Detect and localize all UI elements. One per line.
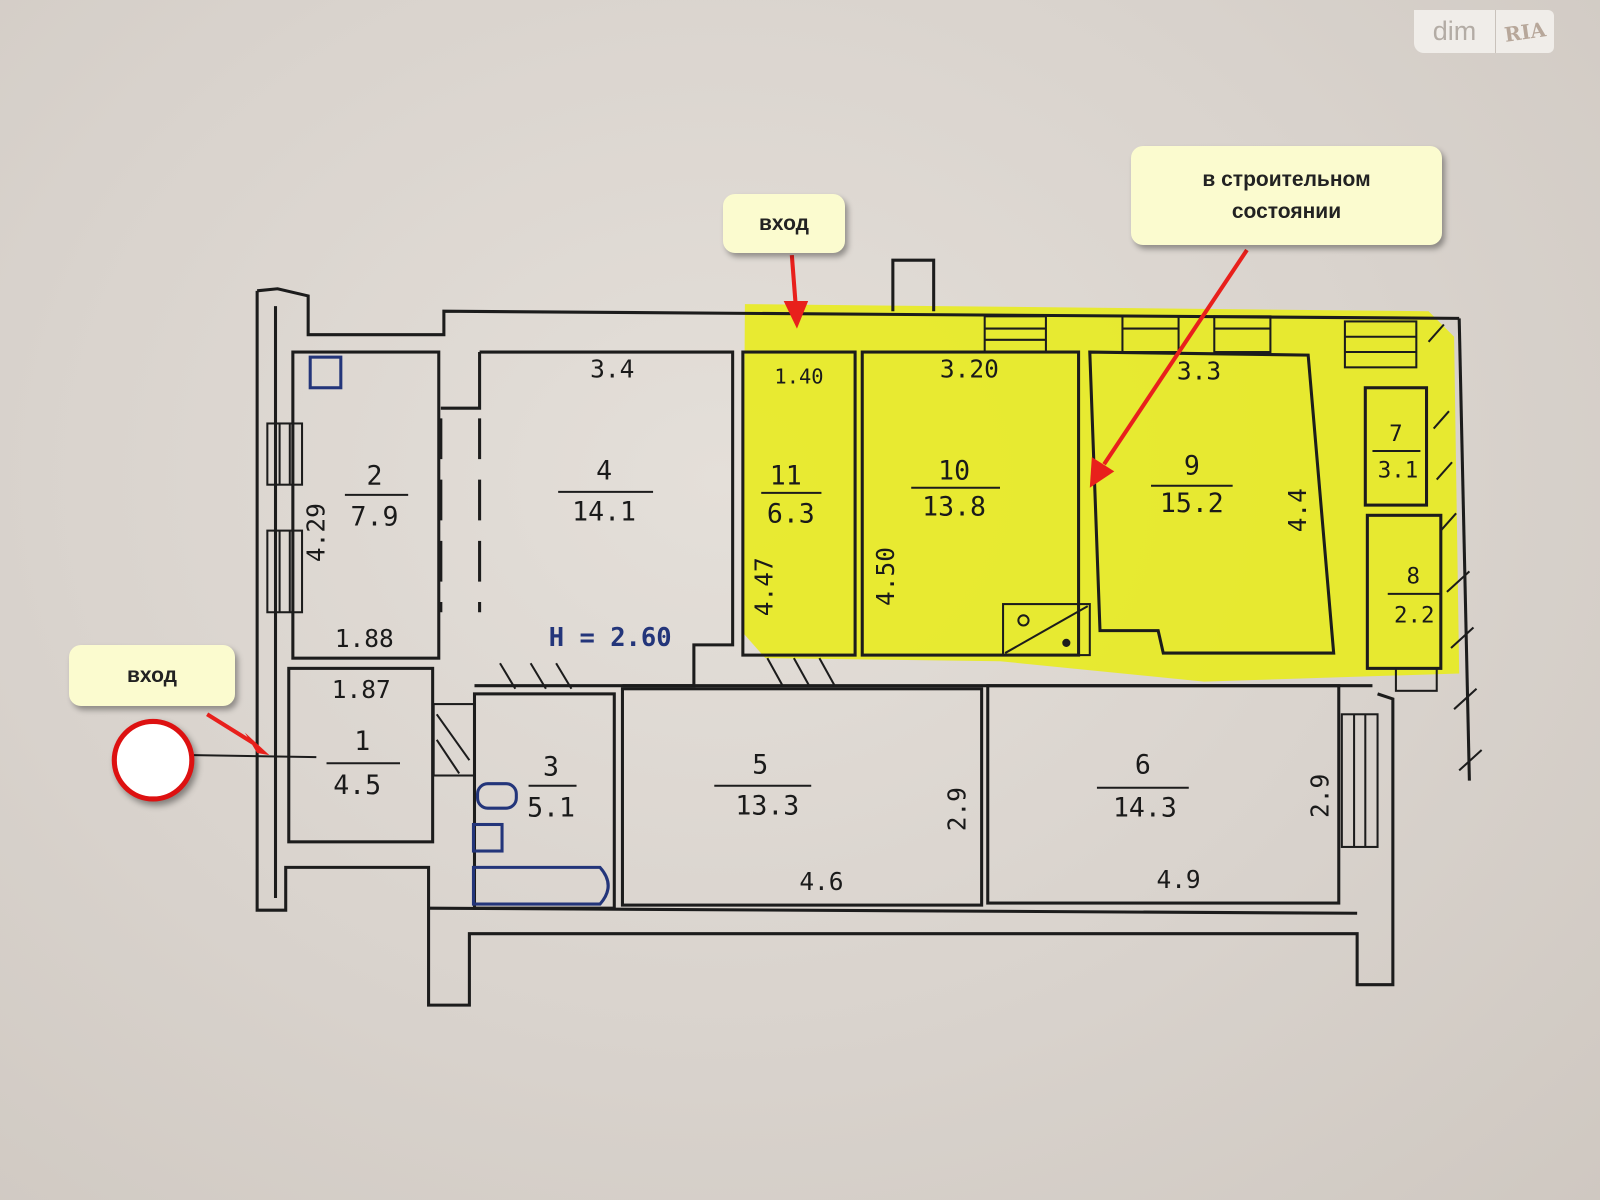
svg-text:1.88: 1.88	[335, 624, 394, 653]
entrance-top-callout: вход	[723, 194, 845, 253]
svg-text:1.40: 1.40	[774, 365, 823, 389]
bathroom-fixtures	[308, 355, 610, 906]
svg-text:7: 7	[1389, 421, 1403, 447]
room-8-label: 82.2	[1387, 564, 1441, 628]
toilet-icon	[471, 822, 504, 853]
entrance-marker-icon	[111, 718, 195, 802]
svg-text:3.1: 3.1	[1378, 458, 1419, 484]
svg-text:2.9: 2.9	[942, 787, 971, 831]
room-10-label: 10 13.8	[911, 456, 1000, 522]
room-11-label: 116.3	[761, 461, 822, 529]
construction-state-callout: в строительном состоянии	[1131, 146, 1442, 245]
room-7-label: 73.1	[1372, 421, 1421, 484]
svg-text:14.3: 14.3	[1113, 792, 1177, 823]
exterior-hatching	[1427, 323, 1483, 772]
svg-text:7.9: 7.9	[351, 502, 399, 533]
entrance-left-callout: вход	[69, 645, 235, 706]
door-hatches	[432, 657, 836, 777]
svg-text:14.1: 14.1	[572, 496, 636, 527]
svg-text:3.3: 3.3	[1177, 357, 1221, 386]
svg-text:4.9: 4.9	[1156, 865, 1200, 894]
svg-text:4.29: 4.29	[301, 503, 330, 562]
svg-text:4.6: 4.6	[799, 867, 843, 896]
svg-text:3: 3	[543, 752, 559, 783]
svg-text:13.3: 13.3	[735, 790, 799, 821]
room-3-label: 35.1	[527, 752, 577, 823]
svg-text:2.2: 2.2	[1394, 602, 1435, 628]
svg-text:13.8: 13.8	[922, 491, 986, 522]
dimria-watermark: dim RIA	[1414, 10, 1554, 53]
dimension-labels: 1.88 4.29 1.87 3.4 1.40 4.47 3.20 4.50 3…	[301, 355, 1334, 896]
svg-text:8: 8	[1407, 564, 1421, 590]
svg-text:4.50: 4.50	[871, 547, 900, 606]
svg-text:1.87: 1.87	[332, 675, 391, 704]
windows	[266, 315, 1438, 848]
svg-text:10: 10	[938, 456, 970, 487]
room-9-label: 915.2	[1151, 450, 1233, 519]
svg-text:3.4: 3.4	[590, 355, 634, 384]
svg-text:4: 4	[596, 456, 612, 487]
svg-text:4.4: 4.4	[1283, 488, 1312, 532]
watermark-site: dim	[1414, 10, 1496, 53]
room-6-label: 614.3	[1096, 749, 1189, 823]
ceiling-height: H = 2.60	[549, 623, 672, 653]
svg-text:5: 5	[752, 749, 768, 780]
bathtub-icon	[471, 865, 610, 906]
svg-text:2: 2	[367, 461, 383, 492]
svg-text:3.20: 3.20	[940, 355, 999, 384]
room-2-label: 27.9	[344, 461, 409, 533]
svg-text:5.1: 5.1	[527, 792, 575, 823]
svg-text:4.47: 4.47	[749, 557, 778, 616]
room-5-label: 513.3	[714, 749, 812, 821]
sink-icon	[476, 782, 518, 810]
svg-text:2.9: 2.9	[1306, 774, 1335, 818]
svg-text:1: 1	[354, 726, 370, 757]
watermark-brand: RIA	[1502, 16, 1548, 47]
svg-text:15.2: 15.2	[1160, 488, 1224, 519]
callout-arrows	[206, 248, 1249, 756]
outer-walls	[255, 258, 1471, 1007]
svg-text:9: 9	[1184, 450, 1200, 481]
svg-text:11: 11	[770, 461, 802, 492]
room-1-label: 14.5	[326, 726, 400, 801]
utility-box	[1002, 603, 1091, 657]
svg-text:6.3: 6.3	[767, 498, 815, 529]
construction-area-highlight	[742, 304, 1460, 682]
svg-text:4.5: 4.5	[333, 770, 381, 801]
room-4-label: 414.1	[558, 456, 654, 527]
svg-text:6: 6	[1135, 749, 1151, 780]
